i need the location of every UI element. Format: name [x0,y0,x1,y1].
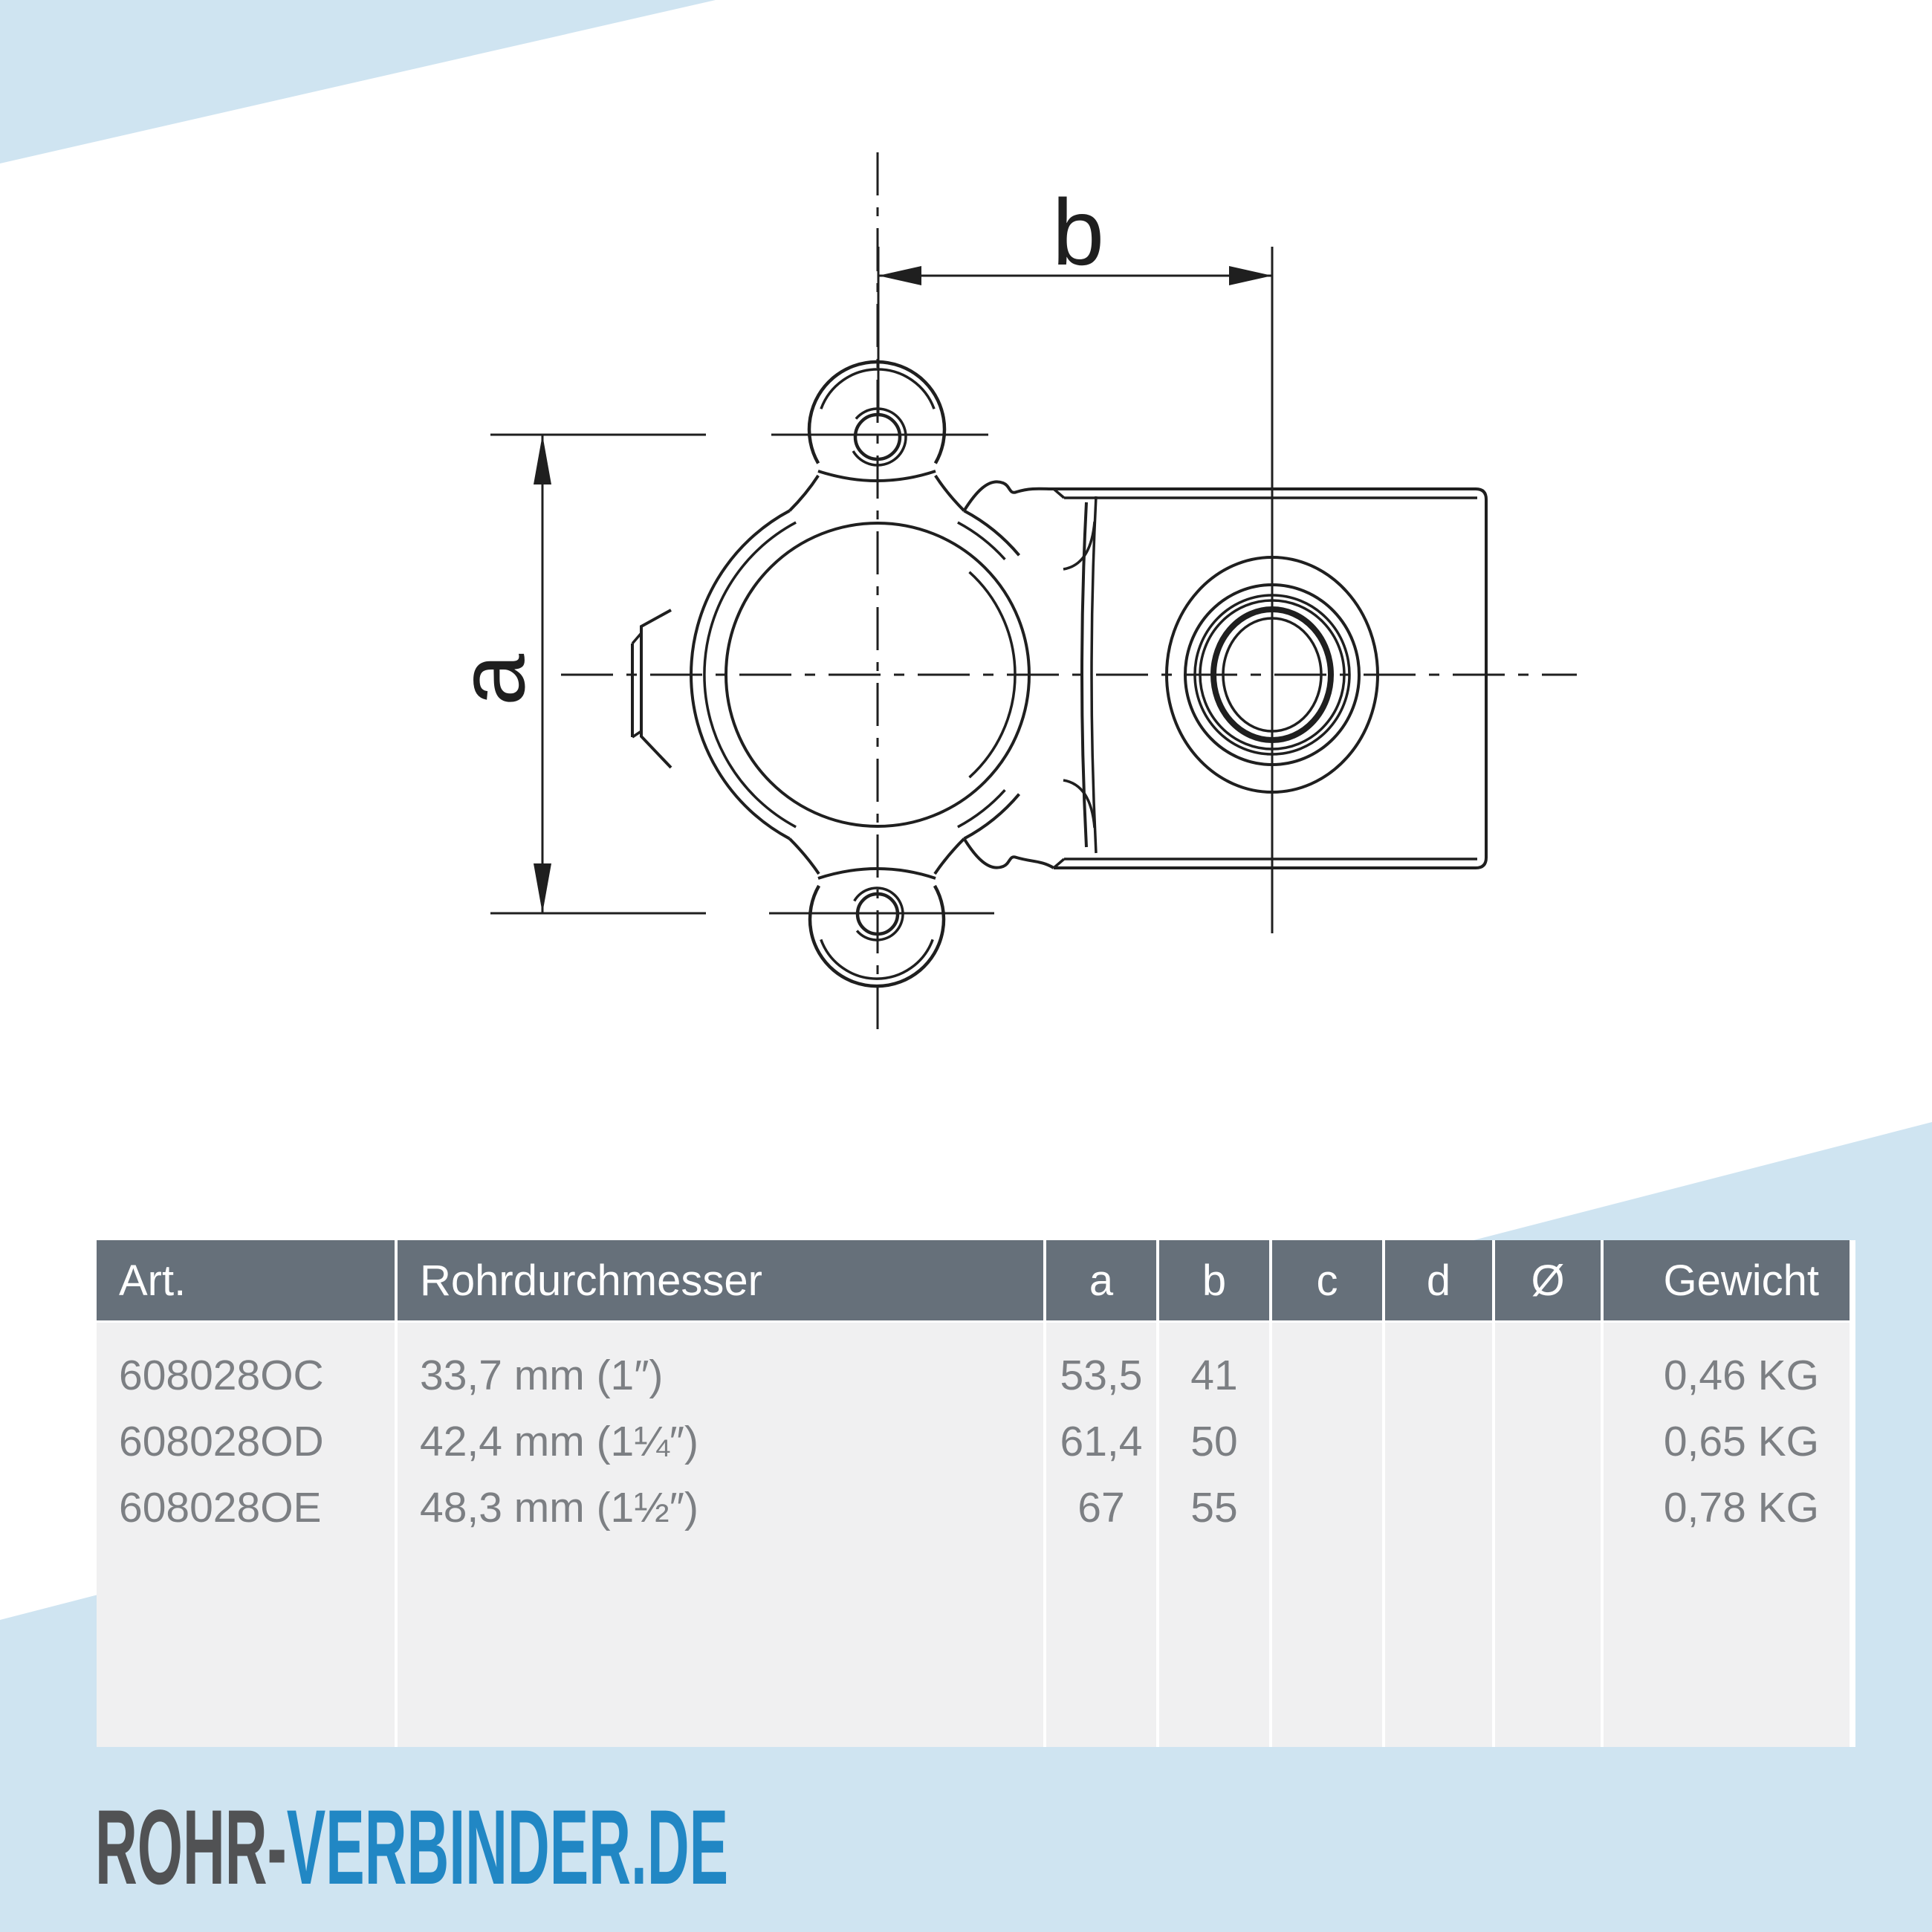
cell-gewicht-2: 0,65 KG [1604,1408,1850,1474]
technical-drawing: a b [439,152,1577,1039]
cell-gewicht-1: 0,46 KG [1604,1342,1850,1408]
column-header-gewicht: Gewicht [1604,1240,1850,1323]
cell-b-3: 55 [1159,1474,1269,1540]
socket-body [962,480,1488,869]
cell-art-3: 608028OE [97,1474,395,1540]
centerlines [561,152,1577,1039]
cell-c-3 [1272,1474,1382,1540]
arrowhead-up-icon [534,435,551,484]
cell-diameter-3 [1495,1474,1601,1540]
cell-c-1 [1272,1342,1382,1408]
dimension-a-label: a [439,653,544,706]
dimension-b-label: b [1052,180,1104,285]
cell-rohrdurchmesser-3: 48,3 mm (1½″) [398,1474,1043,1540]
arrowhead-right-icon [1229,266,1272,285]
brand-logo: ROHR-VERBINDER.DE [95,1792,728,1904]
logo-suffix: VERBINDER.DE [286,1789,729,1907]
cell-b-1: 41 [1159,1342,1269,1408]
cell-d-2 [1385,1408,1492,1474]
side-boss [631,609,672,769]
logo-prefix: ROHR- [95,1789,287,1907]
column-header-c: c [1272,1240,1382,1323]
dimension-b: b [877,180,1272,416]
cell-rohrdurchmesser-1: 33,7 mm (1″) [398,1342,1043,1408]
cell-a-2: 61,4 [1046,1408,1156,1474]
column-header-diameter: Ø [1495,1240,1601,1323]
table-spacer [97,1323,395,1342]
socket-opening [1165,556,1379,794]
arrowhead-left-icon [878,266,921,285]
clamp-ring [690,509,1031,840]
table-filler [97,1540,395,1747]
cell-a-3: 67 [1046,1474,1156,1540]
column-header-rohrdurchmesser: Rohrdurchmesser [398,1240,1043,1323]
cell-b-2: 50 [1159,1408,1269,1474]
cell-d-3 [1385,1474,1492,1540]
column-header-d: d [1385,1240,1492,1323]
cell-diameter-1 [1495,1342,1601,1408]
cell-diameter-2 [1495,1408,1601,1474]
cell-gewicht-3: 0,78 KG [1604,1474,1850,1540]
cell-rohrdurchmesser-2: 42,4 mm (1¼″) [398,1408,1043,1474]
cell-c-2 [1272,1408,1382,1474]
column-header-art: Art. [97,1240,395,1323]
cell-art-1: 608028OC [97,1342,395,1408]
cell-a-1: 53,5 [1046,1342,1156,1408]
spec-table: Art. Rohrdurchmesser a b c d Ø Gewicht 6… [97,1240,1855,1747]
column-header-a: a [1046,1240,1156,1323]
dimension-a: a [439,433,994,915]
bottom-lug [788,837,965,988]
arrowhead-down-icon [534,863,551,913]
cell-art-2: 608028OD [97,1408,395,1474]
cell-d-1 [1385,1342,1492,1408]
column-header-b: b [1159,1240,1269,1323]
